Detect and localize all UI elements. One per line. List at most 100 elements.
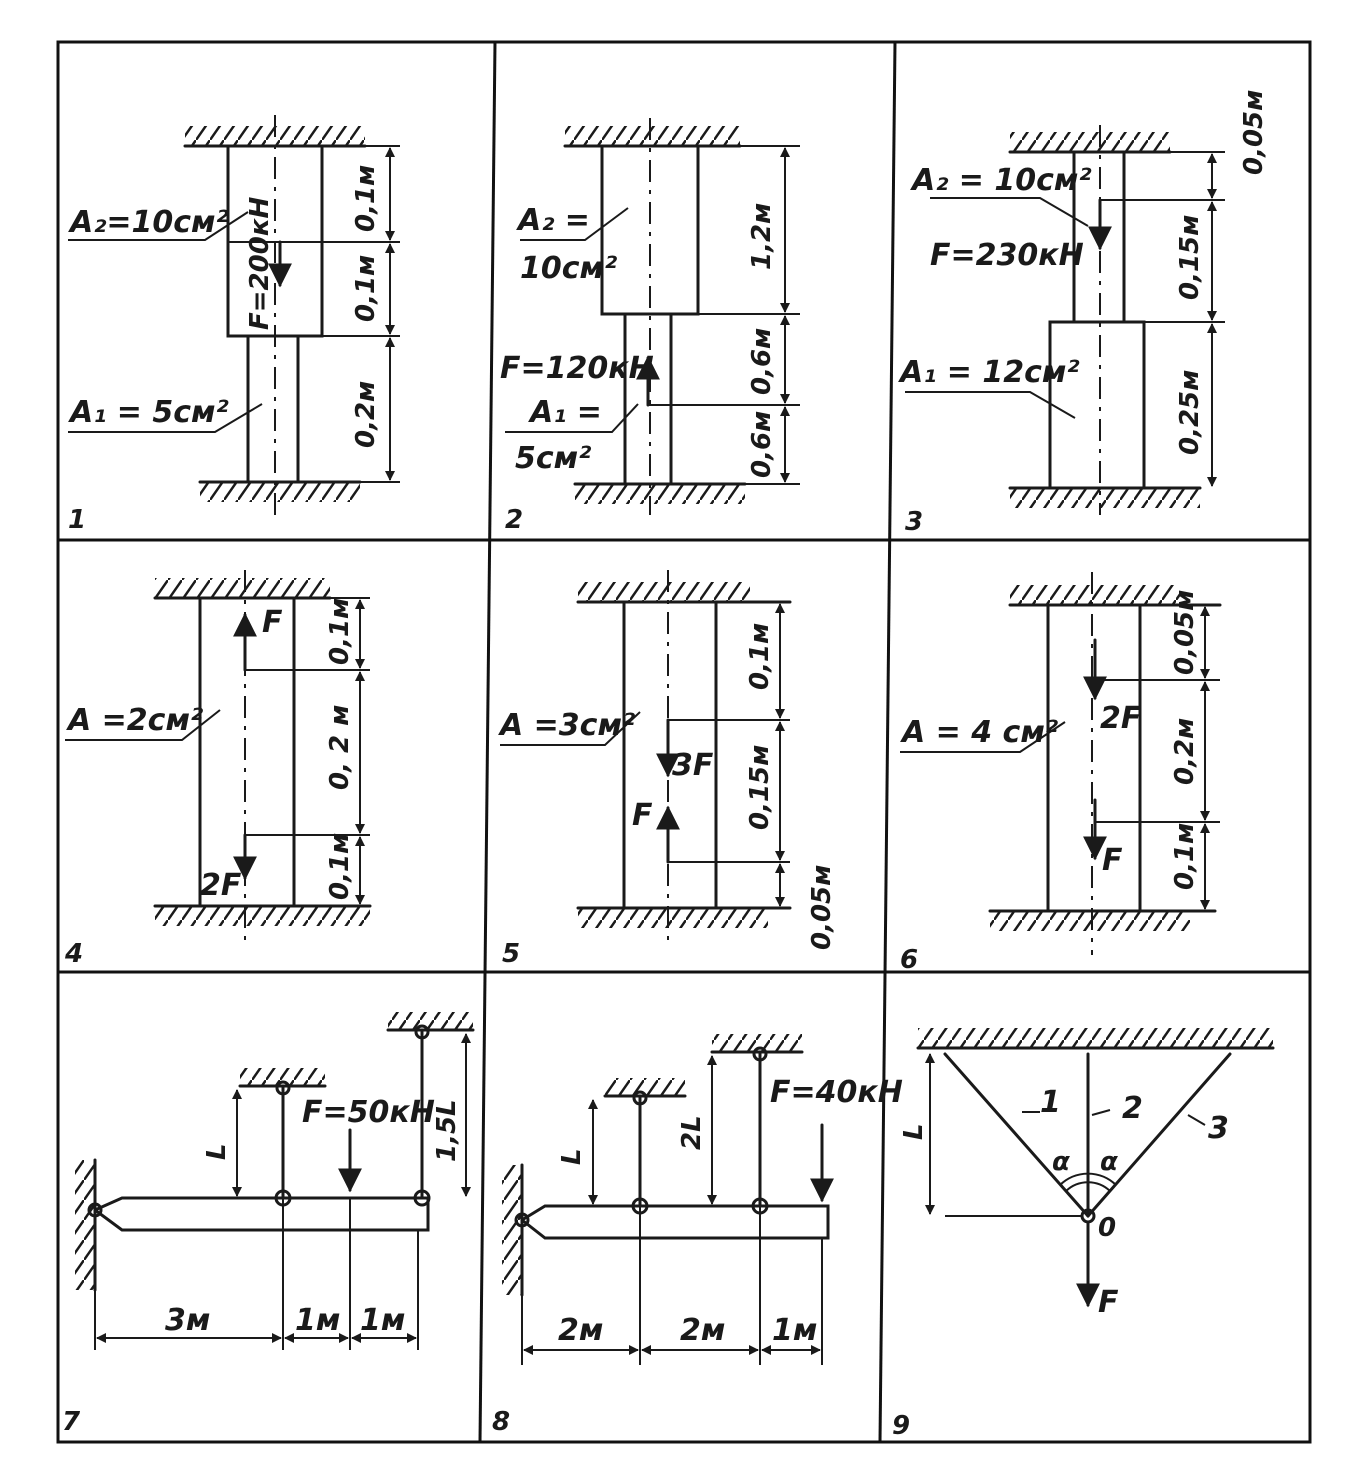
dim-label: 0,15м [745,745,775,830]
label-a1: A₁ = [528,395,602,430]
label-l: L [202,1143,232,1160]
dim-label: 2м [558,1313,603,1348]
label-force: F=50кН [302,1095,435,1130]
label-force-3f: 3F [672,748,714,783]
dim-label: 1м [295,1303,340,1338]
fixed-support-top [1010,585,1180,605]
fixed-support-bottom [578,908,768,928]
fixed-support-bottom [575,484,745,504]
label-force: F=230кН [930,238,1084,273]
label-force: F [1098,1285,1119,1320]
panel-number: 4 [64,939,83,969]
label-2l: 2L [677,1115,707,1150]
label-force-f: F [1102,843,1123,878]
bar-segment [198,596,296,908]
panel-number: 2 [505,505,523,535]
leader-line [68,211,249,241]
label-force-2f: 2F [1100,701,1142,736]
dim-label: 0,1м [325,833,355,900]
leader-line [930,197,1089,227]
fixed-support-bottom [1010,488,1200,508]
fixed-support-top [1010,132,1170,152]
panel-4: A =2см² F 2F 0,1м 0, 2 м 0,1м 4 [64,570,372,969]
dim-label: 0,2м [351,381,381,448]
rod-support [605,1078,685,1096]
rigid-beam [520,1204,830,1240]
label-l: L [557,1148,587,1165]
label-force: F=120кН [500,351,654,386]
panel-number: 8 [492,1407,510,1437]
dim-label: 1,2м [747,203,777,270]
fixed-support-top [918,1028,1273,1048]
dim-label: 0,6м [747,411,777,478]
angle-label: α [1052,1147,1070,1177]
rod-label-2: 2 [1122,1091,1143,1126]
rod-support [240,1068,325,1086]
leader-line [500,711,641,746]
panel-number: 1 [68,505,86,535]
dim-label: 0, 2 м [325,705,355,790]
panel-9: L 1 2 3 α α 0 F 9 [892,1028,1275,1441]
fixed-support-bottom [990,911,1190,931]
leader-line [68,403,263,433]
label-area: A = 4 см² [900,715,1058,750]
rod-label-1: 1 [1040,1085,1061,1120]
label-a2: A₂=10см² [68,205,229,240]
dim-label: 0,1м [745,623,775,690]
dim-label: 3м [165,1303,210,1338]
panel-number: 6 [900,945,918,975]
label-15l: 1,5L [432,1099,462,1162]
dim-label: 0,2м [1170,718,1200,785]
bar-segment-a1 [1048,320,1146,490]
rod-3 [1086,1052,1232,1218]
panel-number: 9 [892,1411,910,1441]
dim-label: 0,1м [351,165,381,232]
hinge [514,1212,530,1228]
leader-line [900,721,1066,753]
label-a1: A₁ = 12см² [898,355,1080,390]
rod-support [712,1034,802,1052]
leader-line [905,391,1076,419]
fixed-support-top [578,582,750,602]
dim-label: 0,25м [1175,370,1205,455]
panel-5: A =3см² 3F F 0,1м 0,15м 0,05м 5 [498,570,837,969]
rigid-beam [93,1196,430,1232]
panel-2: A₂ = 10см² F=120кН A₁ = 5см² 1,2м 0,6м 0… [500,118,800,535]
dim-label: 0,05м [1239,90,1269,175]
panel-3: A₂ = 10см² F=230кН A₁ = 12см² 0,05м 0,15… [898,90,1269,537]
panel-number: 3 [905,507,923,537]
label-a2: A₂ = 10см² [910,163,1092,198]
fixed-support-bottom [200,482,360,502]
fixed-support-bottom [155,906,370,926]
panel-7: F=50кН L 1,5L 3м 1м 1м 7 [62,1012,475,1437]
panel-6: A = 4 см² 2F F 0,05м 0,2м 0,1м 6 [900,572,1222,975]
panel-number: 7 [62,1407,81,1437]
label-area: A =3см² [498,708,635,743]
dim-label: 1м [360,1303,405,1338]
label-a2: 10см² [520,251,617,286]
dim-label: 0,1м [325,598,355,665]
dim-label: 0,1м [351,255,381,322]
label-area: A =2см² [66,703,203,738]
label-a1: A₁ = 5см² [68,395,229,430]
node-label: 0 [1098,1213,1116,1243]
rod-1 [943,1052,1090,1218]
label-force-top: F [262,605,283,640]
dim-label: 2м [680,1313,725,1348]
angle-label: α [1100,1147,1118,1177]
dim-label: 0,05м [1170,590,1200,675]
panel-grid [56,40,1312,1444]
fixed-support-top [565,126,740,146]
angle-arc [1059,1172,1117,1186]
panel-8: F=40кН L 2L 2м 2м 1м 8 [492,1034,903,1437]
label-force: F=40кН [770,1075,903,1110]
label-a2: A₂ = [516,203,590,238]
dim-label: 0,6м [747,328,777,395]
leader-line [65,709,221,741]
dim-label: 0,15м [1175,215,1205,300]
rod-label-3: 3 [1208,1111,1229,1146]
label-a1: 5см² [515,441,591,476]
panel-1: A₂=10см² A₁ = 5см² F=200кН 0,1м 0,1м 0,2… [68,115,400,535]
label-force-f: F [632,798,653,833]
dim-label: 0,1м [1170,823,1200,890]
